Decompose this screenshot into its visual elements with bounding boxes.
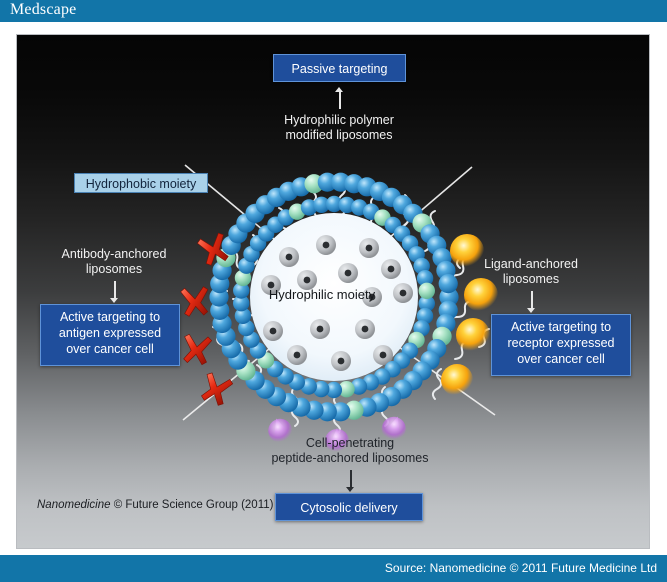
liposome-diagram	[180, 164, 498, 453]
figure-panel: Hydrophilic moiety Passive targeting Hyd…	[16, 34, 650, 549]
hydrophobic-moiety-box[interactable]: Hydrophobic moiety	[74, 173, 208, 193]
cell-penetrating-label: Cell-penetrating peptide-anchored liposo…	[271, 436, 429, 465]
copyright-text: © Future Science Group (2011)	[110, 499, 274, 511]
arrow-to-passive-targeting	[334, 87, 345, 109]
figure-attribution: Nanomedicine © Future Science Group (201…	[37, 499, 273, 511]
arrow-to-active-receptor	[526, 291, 537, 313]
active-targeting-receptor-box[interactable]: Active targeting to receptor expressed o…	[491, 314, 631, 376]
site-footer: Source: Nanomedicine © 2011 Future Medic…	[0, 555, 667, 582]
antibody-group	[180, 232, 234, 406]
passive-targeting-box[interactable]: Passive targeting	[273, 54, 406, 82]
arrow-to-active-antigen	[109, 281, 120, 303]
peptide-group	[268, 416, 406, 453]
medscape-logo[interactable]: Medscape	[10, 1, 77, 18]
source-attribution: Source: Nanomedicine © 2011 Future Medic…	[384, 561, 657, 575]
site-header: Medscape	[0, 0, 667, 22]
cytosolic-delivery-box[interactable]: Cytosolic delivery	[275, 493, 423, 521]
active-targeting-antigen-box[interactable]: Active targeting to antigen expressed ov…	[40, 304, 180, 366]
hydrophilic-moiety-label: Hydrophilic moiety	[268, 287, 376, 302]
drug-particles	[261, 235, 413, 371]
ligand-group	[441, 234, 498, 396]
lipid-inner-leaflet	[233, 195, 435, 399]
journal-name: Nanomedicine	[37, 499, 111, 511]
ligand-anchored-label: Ligand-anchored liposomes	[484, 257, 578, 286]
arrow-to-cytosolic-delivery	[345, 470, 356, 492]
lipid-outer-leaflet	[209, 172, 459, 422]
antibody-anchored-label: Antibody-anchored liposomes	[61, 247, 167, 276]
hydrophilic-polymer-label: Hydrophilic polymer modified liposomes	[284, 113, 394, 142]
